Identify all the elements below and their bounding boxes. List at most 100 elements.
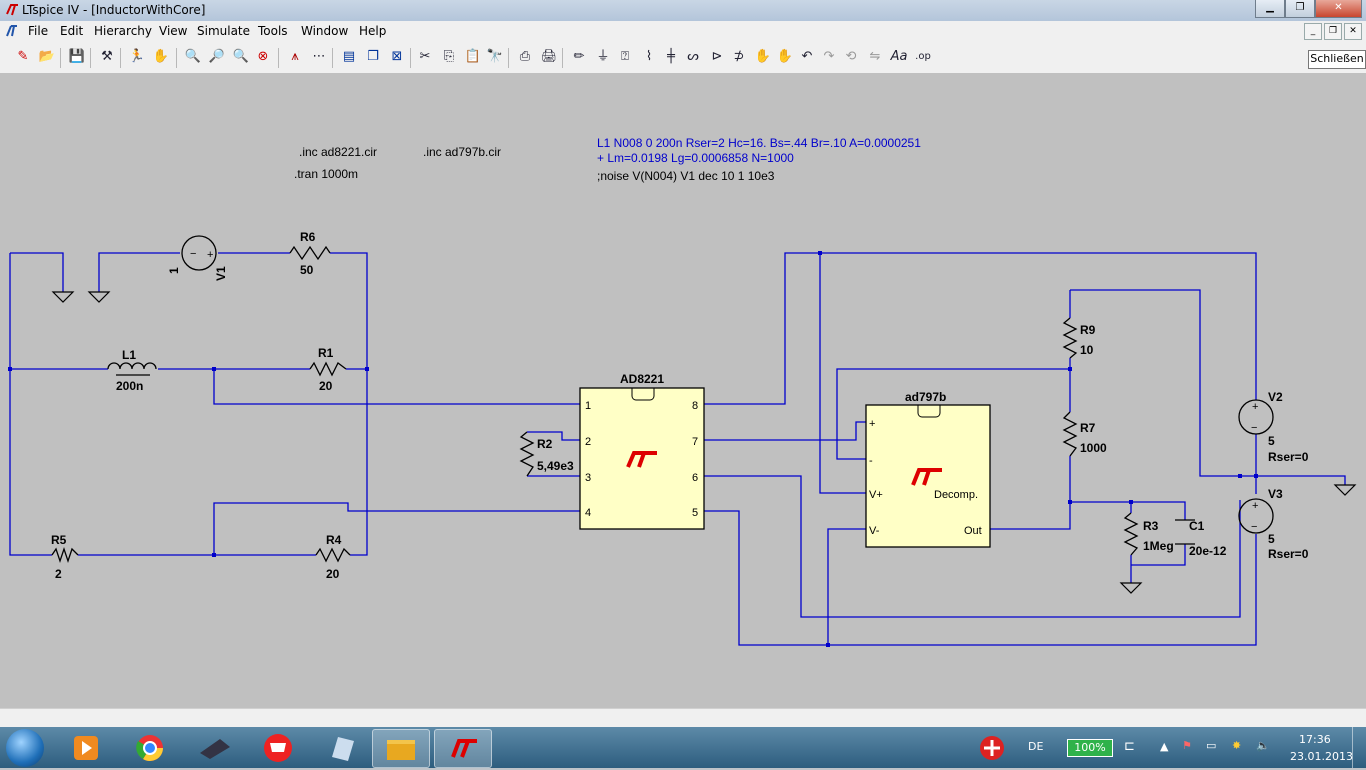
rotate-icon[interactable]: ⟲ (845, 49, 857, 64)
close-all-icon[interactable]: ⊠ (391, 49, 403, 64)
taskbar-ltspice-icon[interactable] (434, 729, 492, 768)
directive-core-line2: + Lm=0.0198 Lg=0.0006858 N=1000 (597, 151, 794, 165)
directive-tran: .tran 1000m (294, 167, 358, 181)
r9-name: R9 (1080, 323, 1096, 337)
label-net-icon[interactable]: ⍰ (621, 49, 629, 64)
text-icon[interactable]: Aa (890, 49, 908, 64)
r5-symbol (51, 546, 79, 564)
menu-tools[interactable]: Tools (258, 24, 288, 38)
menu-help[interactable]: Help (359, 24, 387, 38)
mdi-close-button[interactable]: ✕ (1344, 23, 1362, 40)
c1-value: 20e-12 (1189, 544, 1227, 558)
v3-symbol (1238, 498, 1274, 534)
zoom-in-icon[interactable]: 🔍 (184, 49, 202, 64)
show-desktop-button[interactable] (1352, 727, 1366, 768)
wire-icon[interactable]: ✏ (573, 49, 585, 64)
run-icon[interactable]: 🏃 (128, 49, 146, 64)
ad797b-pin-out: Out (964, 525, 982, 537)
move-icon[interactable]: ✋ (754, 49, 772, 64)
title-bar: LTspice IV - [InductorWithCore] ▁ ❐ ✕ (0, 0, 1366, 22)
l1-name: L1 (122, 348, 136, 362)
cut-icon[interactable]: ✂ (419, 49, 431, 64)
copy-icon[interactable]: ⎘ (443, 49, 455, 64)
component-icon[interactable]: ⊅ (733, 49, 745, 64)
save-icon[interactable]: 💾 (68, 49, 86, 64)
start-button[interactable] (6, 729, 44, 767)
v2-symbol (1238, 399, 1274, 435)
taskbar-notes-icon[interactable] (314, 729, 370, 766)
tray-flag-icon[interactable]: ⚑ (1182, 739, 1192, 752)
v2-value: 5 (1268, 434, 1275, 448)
menu-view[interactable]: View (159, 24, 188, 38)
print-icon[interactable]: 🖨 (540, 49, 558, 64)
taskbar-scanner-icon[interactable] (186, 729, 242, 766)
menu-window[interactable]: Window (301, 24, 349, 38)
tray-monitor-icon[interactable]: ▭ (1206, 739, 1217, 752)
find-icon[interactable]: 🔭 (486, 49, 504, 64)
cascade-icon[interactable]: ❐ (367, 49, 379, 64)
redo-icon[interactable]: ↷ (823, 49, 835, 64)
drag-icon[interactable]: ✋ (776, 49, 794, 64)
mdi-restore-button[interactable]: ❐ (1324, 23, 1342, 40)
control-panel-icon[interactable]: ⚒ (101, 49, 113, 64)
menu-hierarchy[interactable]: Hierarchy (94, 24, 153, 38)
pan-icon[interactable]: 🔎 (208, 49, 226, 64)
v3-rser: Rser=0 (1268, 547, 1309, 561)
tray-battery[interactable]: 100% (1067, 739, 1113, 757)
ground-icon[interactable]: ⏚ (596, 49, 610, 64)
taskbar-shop-icon[interactable] (250, 729, 306, 766)
window-title: LTspice IV - [InductorWithCore] (22, 3, 206, 17)
v1-name: V1 (214, 266, 228, 281)
toolbar: ✎ 📂 💾 ⚒ 🏃 ✋ 🔍 🔎 🔍 ⊗ ⩚ ⋯ ▤ ❐ ⊠ ✂ ⎘ 📋 🔭 ⎙ … (0, 42, 1366, 74)
minimize-button[interactable]: ▁ (1255, 0, 1285, 18)
grid-icon[interactable]: ⋯ (312, 49, 326, 64)
mirror-icon[interactable]: ⇋ (869, 49, 881, 64)
zoom-fit-icon[interactable]: ⊗ (257, 49, 269, 64)
halt-icon[interactable]: ✋ (152, 49, 170, 64)
close-button[interactable]: ✕ (1315, 0, 1362, 18)
tray-device-icon[interactable]: ⊏ (1124, 739, 1135, 754)
open-folder-icon[interactable]: 📂 (38, 49, 56, 64)
ad797b-pin-vplus: V+ (869, 489, 883, 501)
new-schematic-icon[interactable]: ✎ (17, 49, 29, 64)
spice-directive-icon[interactable]: .op (915, 51, 931, 62)
directive-inc2: .inc ad797b.cir (423, 145, 501, 159)
menu-edit[interactable]: Edit (60, 24, 84, 38)
r7-symbol (1062, 411, 1078, 457)
print-setup-icon[interactable]: ⎙ (519, 49, 531, 64)
tray-volume-icon[interactable]: 🔈 (1256, 739, 1270, 752)
mdi-minimize-button[interactable]: _ (1304, 23, 1322, 40)
r2-symbol (519, 431, 535, 477)
tray-language[interactable]: DE (1028, 740, 1044, 753)
ad8221-pin-4: 4 (585, 507, 591, 519)
taskbar-media-player-icon[interactable] (58, 729, 114, 766)
tray-network-icon[interactable] (966, 729, 1018, 766)
resistor-icon[interactable]: ⌇ (645, 49, 653, 64)
undo-icon[interactable]: ↶ (801, 49, 813, 64)
ad797b-pin-plus: + (869, 418, 875, 430)
taskbar-chrome-icon[interactable] (122, 729, 178, 766)
r9-symbol (1062, 317, 1078, 359)
zoom-out-icon[interactable]: 🔍 (232, 49, 250, 64)
schematic-canvas[interactable]: −+ +− +− .inc ad8221.cir .inc ad797b.cir… (0, 73, 1366, 708)
autorange-icon[interactable]: ⩚ (291, 49, 299, 64)
capacitor-icon[interactable]: ╪ (667, 49, 675, 64)
taskbar-file-explorer-icon[interactable] (372, 729, 430, 768)
tray-date[interactable]: 23.01.2013 (1290, 750, 1353, 763)
ad8221-pin-3: 3 (585, 472, 591, 484)
document-logo-icon[interactable] (4, 23, 20, 39)
lt-logo-icon (911, 468, 942, 486)
v3-value: 5 (1268, 532, 1275, 546)
tile-horizontal-icon[interactable]: ▤ (342, 49, 356, 64)
menu-simulate[interactable]: Simulate (197, 24, 251, 38)
diode-icon[interactable]: ⊳ (711, 49, 723, 64)
paste-icon[interactable]: 📋 (464, 49, 482, 64)
tray-show-hidden-icon[interactable]: ▲ (1160, 740, 1169, 753)
ad8221-pin-1: 1 (585, 400, 591, 412)
maximize-button[interactable]: ❐ (1285, 0, 1315, 18)
tray-power-icon[interactable]: ✸ (1232, 739, 1242, 752)
tray-time[interactable]: 17:36 (1299, 733, 1331, 746)
menu-file[interactable]: File (28, 24, 49, 38)
inductor-icon[interactable]: ᔕ (687, 49, 699, 64)
ad8221-pin-6: 6 (692, 472, 698, 484)
